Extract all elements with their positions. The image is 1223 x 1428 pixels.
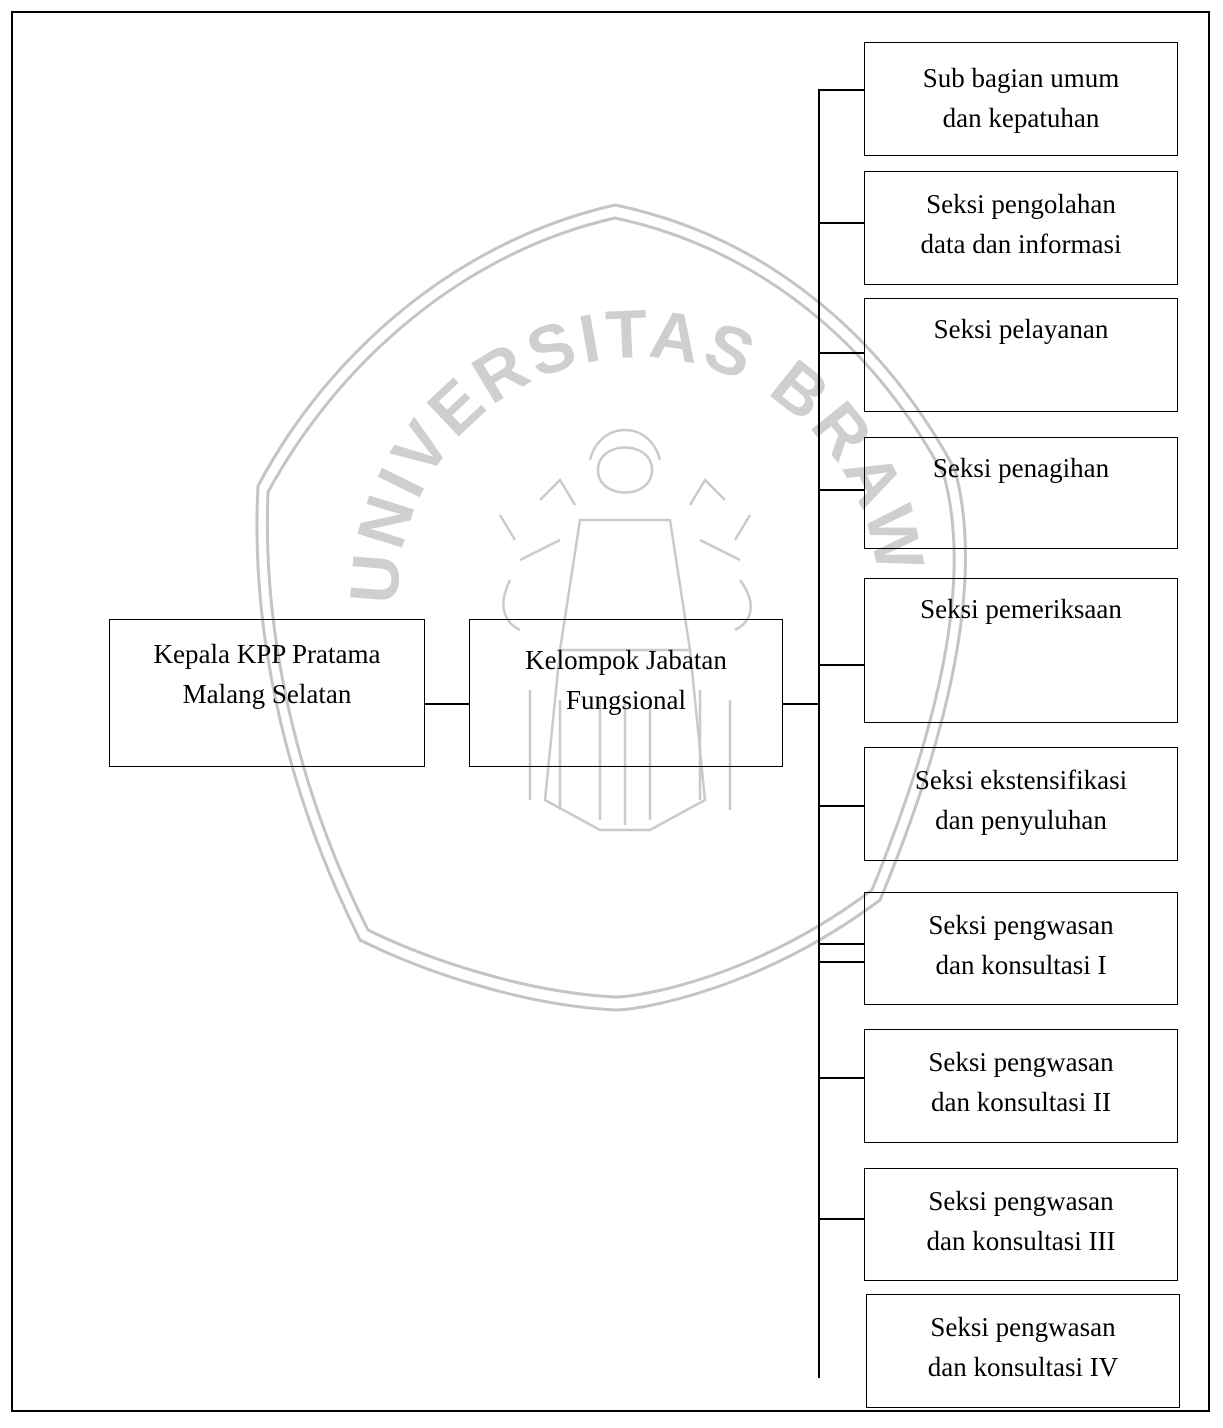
unit-node: Seksi pelayanan (864, 298, 1178, 412)
unit-node-line-2: data dan informasi (920, 229, 1122, 259)
unit-node: Seksi ekstensifikasi dan penyuluhan (864, 747, 1178, 861)
unit-node-line-1: Seksi penagihan (932, 453, 1110, 483)
root-node: Kepala KPP Pratama Malang Selatan (109, 619, 425, 767)
seal-figure-icon (498, 428, 752, 832)
units-spine (818, 89, 820, 1378)
connector-root-group (425, 703, 469, 705)
unit-node-line-2: dan konsultasi IV (927, 1352, 1119, 1382)
unit-node-line-2: dan penyuluhan (935, 805, 1107, 835)
unit-node-line-1: Seksi pengwasan (928, 910, 1114, 940)
unit-branch (818, 664, 865, 666)
unit-node-line-1: Seksi pengwasan (928, 1186, 1114, 1216)
diagram-frame (11, 11, 1210, 1412)
unit-node: Seksi pengwasan dan konsultasi I (864, 892, 1178, 1005)
unit-node-line-1: Seksi pemeriksaan (920, 594, 1122, 624)
unit-node: Seksi pengwasan dan konsultasi III (864, 1168, 1178, 1281)
unit-node: Sub bagian umum dan kepatuhan (864, 42, 1178, 156)
unit-branch (818, 89, 865, 91)
unit-node-line-1: Seksi ekstensifikasi (914, 765, 1128, 795)
unit-node-line-2: dan konsultasi I (935, 950, 1107, 980)
unit-branch (818, 352, 865, 354)
unit-node: Seksi pengolahan data dan informasi (864, 171, 1178, 285)
unit-node-line-2: dan konsultasi III (926, 1226, 1116, 1256)
unit-node-line-2: dan kepatuhan (942, 103, 1100, 133)
unit-node: Seksi pengwasan dan konsultasi IV (866, 1294, 1180, 1408)
unit-node: Seksi penagihan (864, 437, 1178, 549)
unit-branch (818, 943, 865, 945)
unit-node-line-2: dan konsultasi II (931, 1087, 1111, 1117)
unit-branch (818, 222, 865, 224)
unit-node-line-1: Seksi pengwasan (928, 1047, 1114, 1077)
unit-node-line-1: Seksi pelayanan (933, 314, 1109, 344)
unit-branch (818, 1218, 865, 1220)
unit-node-line-1: Sub bagian umum (922, 63, 1120, 93)
unit-node: Seksi pengwasan dan konsultasi II (864, 1029, 1178, 1143)
group-node-line-1: Kelompok Jabatan (525, 645, 727, 675)
unit-node-line-1: Seksi pengwasan (930, 1312, 1116, 1342)
connector-group-spine (783, 703, 819, 705)
unit-branch (818, 961, 865, 963)
group-node: Kelompok Jabatan Fungsional (469, 619, 783, 767)
unit-branch (818, 1077, 865, 1079)
root-node-line-1: Kepala KPP Pratama (153, 639, 381, 669)
unit-branch (818, 805, 865, 807)
unit-node: Seksi pemeriksaan (864, 578, 1178, 723)
root-node-line-2: Malang Selatan (182, 679, 352, 709)
unit-node-line-1: Seksi pengolahan (926, 189, 1116, 219)
unit-branch (818, 489, 865, 491)
group-node-line-2: Fungsional (565, 685, 686, 715)
